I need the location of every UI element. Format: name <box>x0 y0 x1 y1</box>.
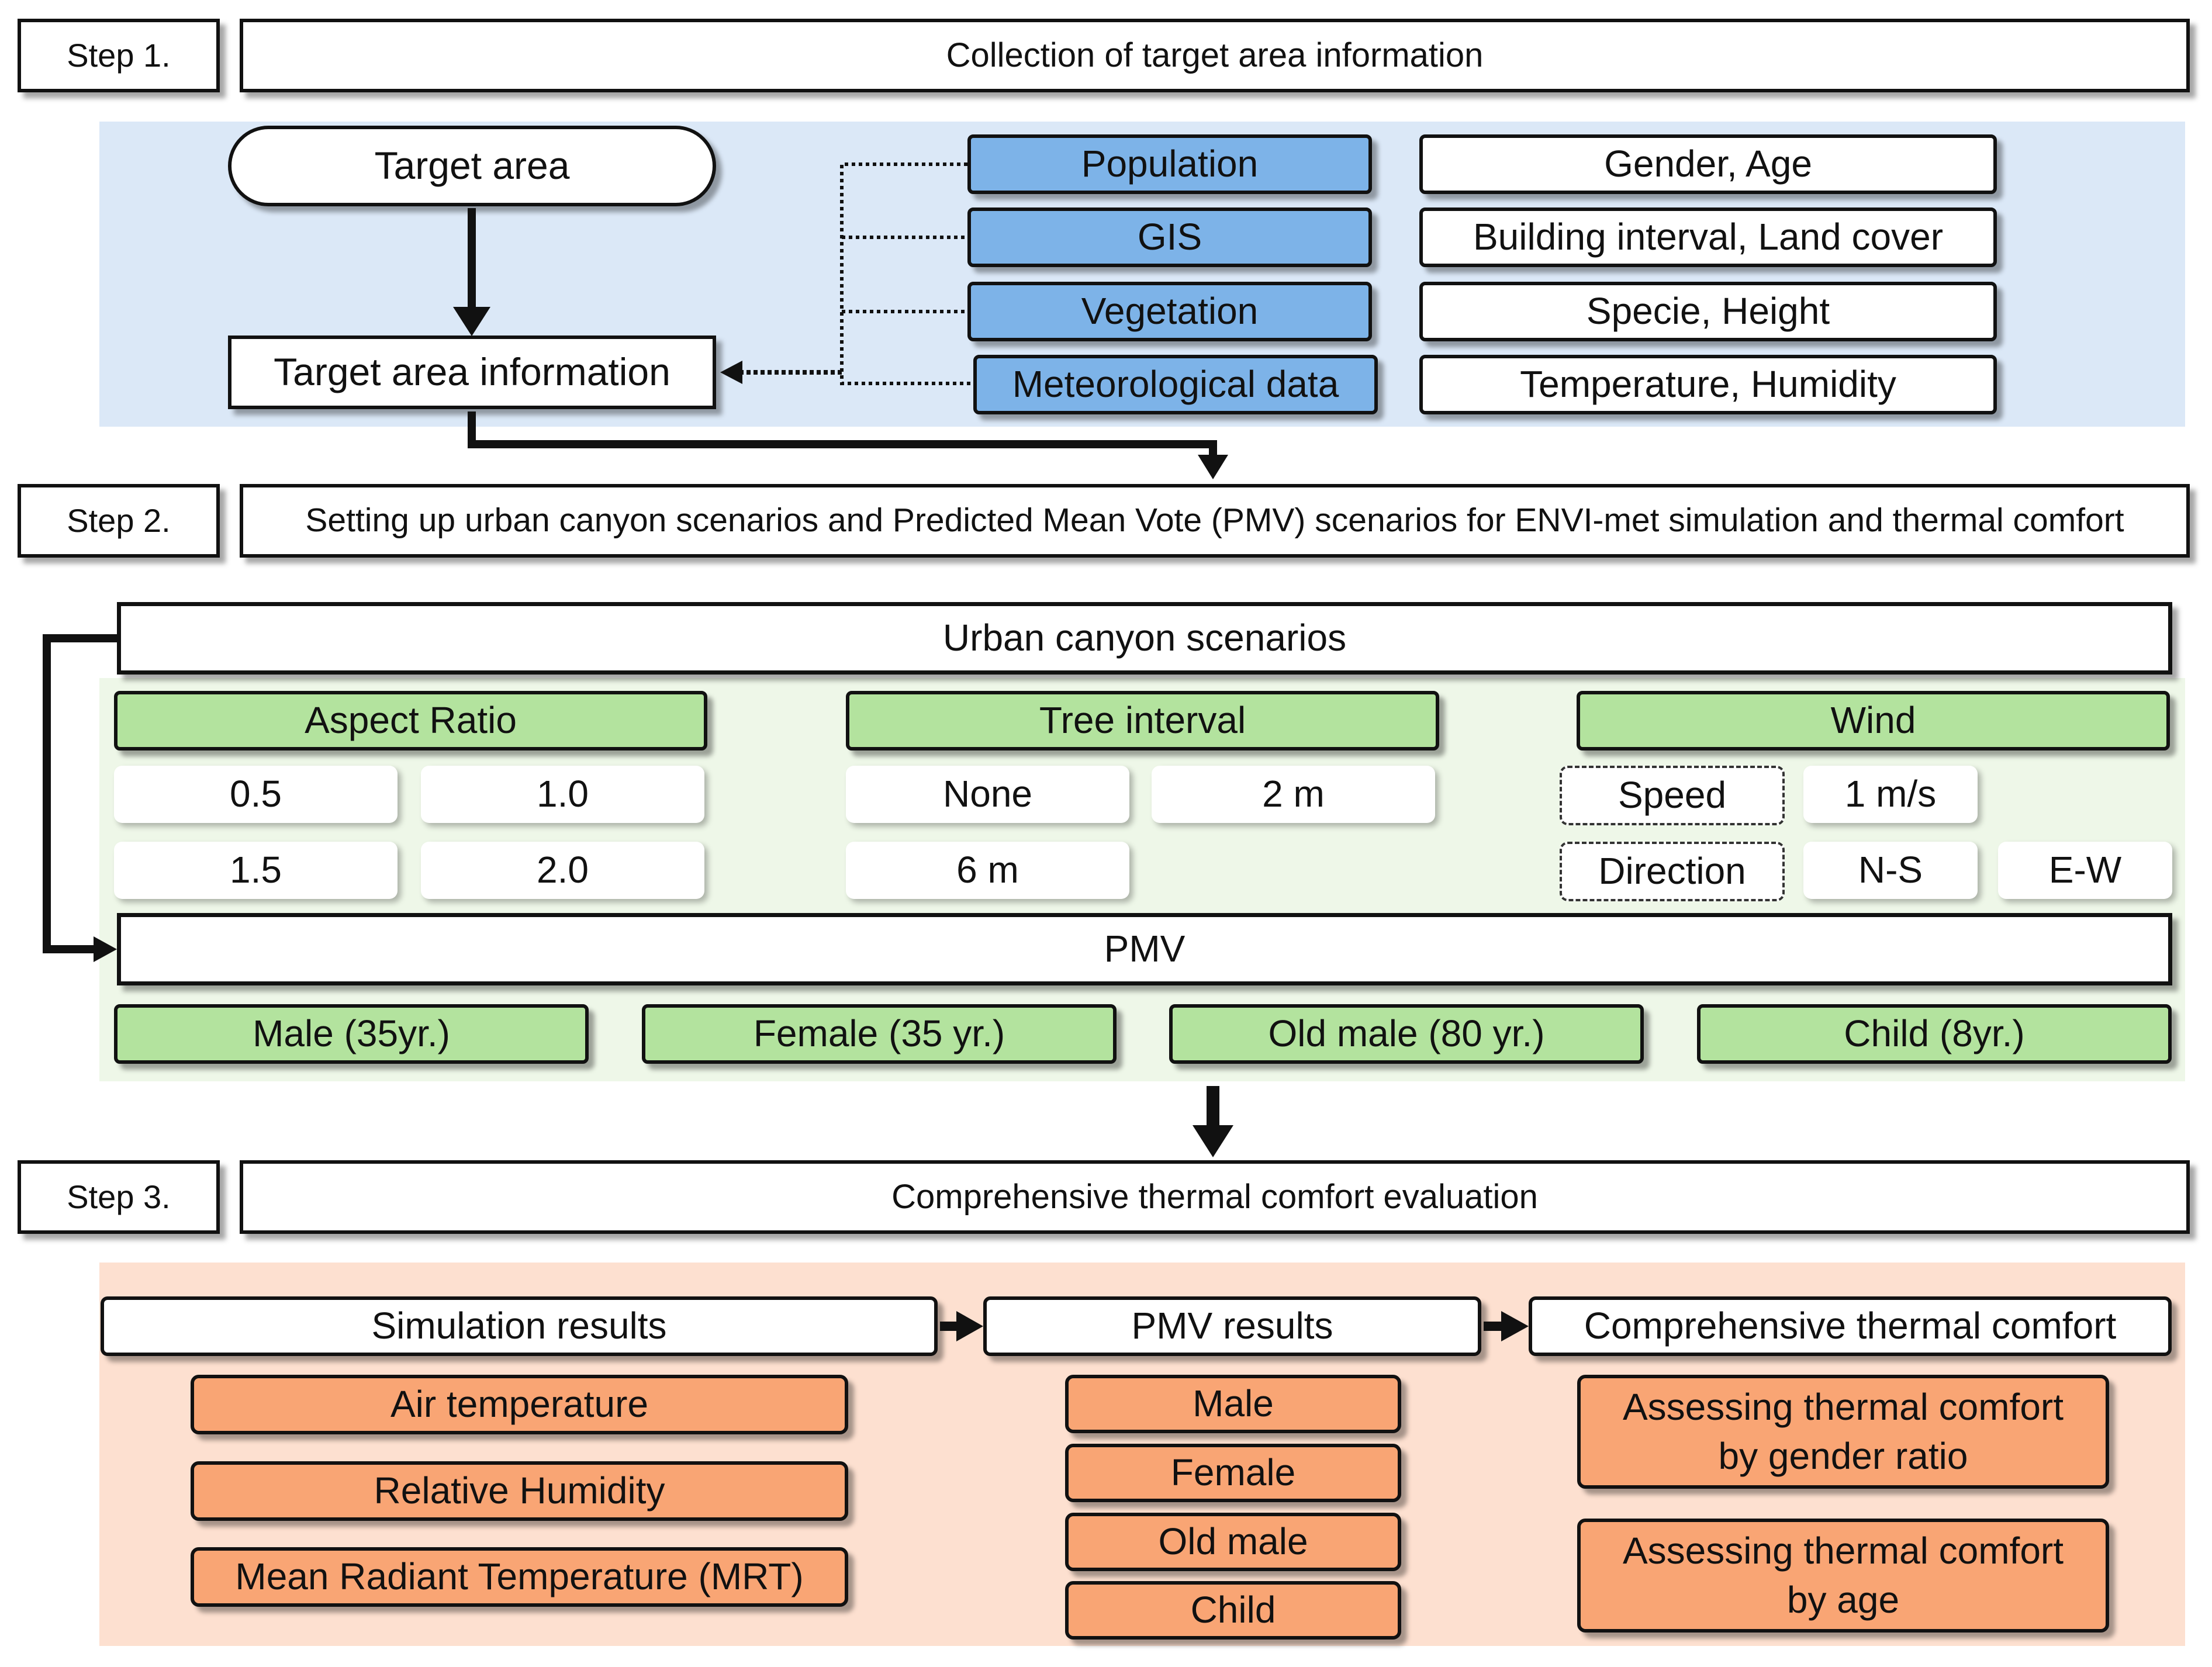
pmv-bar: PMV <box>117 913 2172 985</box>
aspect-ratio-value: 2.0 <box>421 842 704 899</box>
wind-header: Wind <box>1577 691 2170 751</box>
temperature-humidity-box: Temperature, Humidity <box>1419 355 1997 414</box>
aspect-ratio-header: Aspect Ratio <box>114 691 707 751</box>
step1-to-step2-arrowhead <box>1198 455 1228 479</box>
tree-interval-value: 6 m <box>846 842 1129 899</box>
tree-interval-header: Tree interval <box>846 691 1439 751</box>
meteorological-data-box: Meteorological data <box>973 355 1378 414</box>
wind-direction-label: Direction <box>1560 842 1785 901</box>
simulation-results-header: Simulation results <box>101 1296 938 1356</box>
vegetation-box: Vegetation <box>967 282 1372 341</box>
pmv-results-header: PMV results <box>983 1296 1481 1356</box>
wind-speed-label: Speed <box>1560 766 1785 825</box>
wind-direction-value: N-S <box>1803 842 1978 899</box>
pmv-result-child: Child <box>1065 1581 1401 1640</box>
aspect-ratio-value: 1.5 <box>114 842 398 899</box>
step2-to-step3-arrowhead <box>1193 1125 1233 1157</box>
comprehensive-thermal-comfort-header: Comprehensive thermal comfort <box>1529 1296 2172 1356</box>
pmv-result-old-male: Old male <box>1065 1513 1401 1571</box>
target-area-information-box: Target area information <box>228 336 716 409</box>
target-area-box: Target area <box>228 126 716 206</box>
air-temperature-box: Air temperature <box>191 1375 848 1434</box>
wind-speed-value: 1 m/s <box>1803 766 1978 823</box>
building-interval-land-cover-box: Building interval, Land cover <box>1419 207 1997 267</box>
relative-humidity-box: Relative Humidity <box>191 1461 848 1521</box>
person-male-box: Male (35yr.) <box>114 1004 589 1064</box>
person-child-box: Child (8yr.) <box>1697 1004 2172 1064</box>
step2-label: Step 2. <box>18 484 220 558</box>
assessment-line: by age <box>1786 1578 1900 1621</box>
step3-title: Comprehensive thermal comfort evaluation <box>240 1160 2190 1234</box>
assessment-line: Assessing thermal comfort <box>1622 1385 2064 1428</box>
step2-title: Setting up urban canyon scenarios and Pr… <box>240 484 2190 558</box>
person-old-male-box: Old male (80 yr.) <box>1169 1004 1644 1064</box>
aspect-ratio-value: 1.0 <box>421 766 704 823</box>
age-assessment-box: Assessing thermal comfort by age <box>1577 1519 2109 1633</box>
aspect-ratio-value: 0.5 <box>114 766 398 823</box>
assessment-line: Assessing thermal comfort <box>1622 1529 2064 1572</box>
pmv-result-female: Female <box>1065 1444 1401 1502</box>
specie-height-box: Specie, Height <box>1419 282 1997 341</box>
tree-interval-value: 2 m <box>1152 766 1435 823</box>
step1-title: Collection of target area information <box>240 19 2190 92</box>
tree-interval-value: None <box>846 766 1129 823</box>
gender-ratio-assessment-box: Assessing thermal comfort by gender rati… <box>1577 1375 2109 1489</box>
wind-direction-value: E-W <box>1998 842 2172 899</box>
gender-age-box: Gender, Age <box>1419 134 1997 194</box>
gis-box: GIS <box>967 207 1372 267</box>
person-female-box: Female (35 yr.) <box>642 1004 1117 1064</box>
assessment-line: by gender ratio <box>1718 1434 1968 1477</box>
mean-radiant-temperature-box: Mean Radiant Temperature (MRT) <box>191 1547 848 1607</box>
pmv-result-male: Male <box>1065 1375 1401 1433</box>
step3-label: Step 3. <box>18 1160 220 1234</box>
step1-label: Step 1. <box>18 19 220 92</box>
population-box: Population <box>967 134 1372 194</box>
urban-canyon-scenarios-bar: Urban canyon scenarios <box>117 602 2172 675</box>
